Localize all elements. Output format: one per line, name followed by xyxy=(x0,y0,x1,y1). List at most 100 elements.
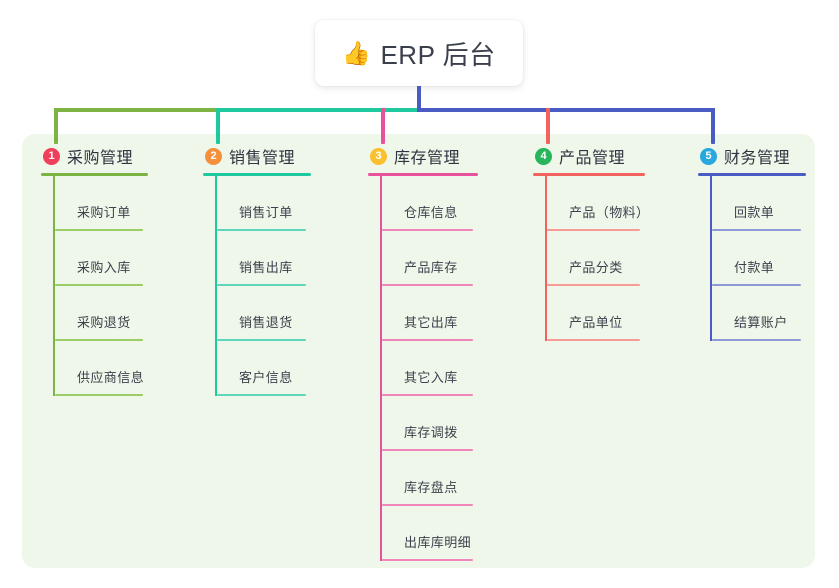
list-item-rule xyxy=(712,229,801,231)
list-item-rule xyxy=(382,394,473,396)
list-item[interactable]: 回款单 xyxy=(712,176,806,231)
branch-stub-connector-5 xyxy=(711,108,715,144)
list-item-rule xyxy=(382,229,473,231)
list-item-label: 销售出库 xyxy=(239,260,293,275)
column-4: 4 产品管理产品（物料） 产品分类产品单位 xyxy=(533,144,649,341)
list-item-label: 仓库信息 xyxy=(404,205,458,220)
column-header-rule-4 xyxy=(533,173,645,176)
list-item[interactable]: 其它入库 xyxy=(382,341,478,396)
list-item[interactable]: 客户信息 xyxy=(217,341,311,396)
list-item[interactable]: 采购入库 xyxy=(55,231,148,286)
list-item-rule xyxy=(712,339,801,341)
column-header-rule-5 xyxy=(698,173,806,176)
list-item[interactable]: 销售退货 xyxy=(217,286,311,341)
list-item-label: 库存调拨 xyxy=(404,425,458,440)
column-title-1: 采购管理 xyxy=(67,150,134,167)
branch-stub-connector-2 xyxy=(216,108,220,144)
thumbs-up-icon: 👍 xyxy=(342,39,372,66)
column-badge-2: 2 xyxy=(205,147,222,165)
list-item-label: 销售订单 xyxy=(239,205,293,220)
branch-spine-3: 仓库信息产品库存其它出库其它入库库存调拨库存盘点出库库明细 xyxy=(380,176,478,561)
column-header-4[interactable]: 4 产品管理 xyxy=(533,144,645,168)
list-item[interactable]: 产品（物料） xyxy=(547,176,649,231)
list-item-label: 结算账户 xyxy=(734,315,788,330)
list-item-rule xyxy=(217,394,306,396)
list-item-rule xyxy=(382,504,473,506)
list-item[interactable]: 产品库存 xyxy=(382,231,478,286)
list-item-rule xyxy=(382,339,473,341)
list-item-rule xyxy=(547,339,640,341)
root-node-label: 👍 ERP 后台 xyxy=(342,35,495,72)
root-title-text: ERP 后台 xyxy=(380,39,496,70)
column-badge-5: 5 xyxy=(700,147,717,165)
branch-stub-connector-4 xyxy=(546,108,550,144)
list-item[interactable]: 其它出库 xyxy=(382,286,478,341)
branch-spine-1: 采购订单采购入库采购退货供应商信息 xyxy=(53,176,148,396)
column-header-3[interactable]: 3 库存管理 xyxy=(368,144,478,168)
list-item-rule xyxy=(55,339,143,341)
list-item-label: 其它出库 xyxy=(404,315,458,330)
column-badge-3: 3 xyxy=(370,147,387,165)
list-item-label: 产品（物料） xyxy=(569,205,650,220)
list-item[interactable]: 供应商信息 xyxy=(55,341,148,396)
list-item-rule xyxy=(55,284,143,286)
list-item-label: 客户信息 xyxy=(239,370,293,385)
list-item-label: 出库库明细 xyxy=(404,535,472,550)
column-5: 5 财务管理回款单付款单结算账户 xyxy=(698,144,806,341)
list-item-label: 采购入库 xyxy=(77,260,131,275)
column-3: 3 库存管理仓库信息产品库存其它出库其它入库库存调拨库存盘点出库库明细 xyxy=(368,144,478,561)
column-title-5: 财务管理 xyxy=(724,150,791,167)
diagram-background-panel xyxy=(22,134,815,568)
list-item[interactable]: 出库库明细 xyxy=(382,506,478,561)
list-item-rule xyxy=(547,284,640,286)
list-item-rule xyxy=(712,284,801,286)
list-item[interactable]: 销售订单 xyxy=(217,176,311,231)
branch-spine-5: 回款单付款单结算账户 xyxy=(710,176,806,341)
column-title-3: 库存管理 xyxy=(394,150,461,167)
list-item[interactable]: 销售出库 xyxy=(217,231,311,286)
branch-spine-2: 销售订单销售出库销售退货客户信息 xyxy=(215,176,311,396)
branch-spine-4: 产品（物料） 产品分类产品单位 xyxy=(545,176,649,341)
branch-stub-connector-1 xyxy=(54,108,58,144)
list-item[interactable]: 库存盘点 xyxy=(382,451,478,506)
column-header-5[interactable]: 5 财务管理 xyxy=(698,144,806,168)
list-item-rule xyxy=(217,339,306,341)
branch-stub-connector-3 xyxy=(381,108,385,144)
column-title-4: 产品管理 xyxy=(559,150,626,167)
column-badge-4: 4 xyxy=(535,147,552,165)
list-item[interactable]: 产品单位 xyxy=(547,286,645,341)
list-item-label: 其它入库 xyxy=(404,370,458,385)
column-title-2: 销售管理 xyxy=(229,150,296,167)
list-item[interactable]: 结算账户 xyxy=(712,286,806,341)
list-item[interactable]: 产品分类 xyxy=(547,231,645,286)
list-item[interactable]: 库存调拨 xyxy=(382,396,478,451)
list-item[interactable]: 采购退货 xyxy=(55,286,148,341)
list-item-rule xyxy=(547,229,640,231)
list-item[interactable]: 付款单 xyxy=(712,231,806,286)
column-header-rule-3 xyxy=(368,173,478,176)
column-badge-1: 1 xyxy=(43,147,60,165)
list-item-label: 产品库存 xyxy=(404,260,458,275)
root-drop-connector xyxy=(417,86,421,112)
root-node[interactable]: 👍 ERP 后台 xyxy=(315,20,523,86)
list-item-label: 供应商信息 xyxy=(77,370,145,385)
list-item-label: 回款单 xyxy=(734,205,775,220)
column-header-1[interactable]: 1 采购管理 xyxy=(41,144,148,168)
column-2: 2 销售管理销售订单销售出库销售退货客户信息 xyxy=(203,144,311,396)
list-item[interactable]: 采购订单 xyxy=(55,176,148,231)
list-item-rule xyxy=(382,559,473,561)
list-item-label: 产品分类 xyxy=(569,260,623,275)
list-item-rule xyxy=(55,229,143,231)
column-header-rule-1 xyxy=(41,173,148,176)
list-item-label: 库存盘点 xyxy=(404,480,458,495)
list-item-rule xyxy=(382,449,473,451)
list-item-rule xyxy=(217,284,306,286)
bus-bar-segment-green xyxy=(54,108,218,112)
list-item[interactable]: 仓库信息 xyxy=(382,176,478,231)
column-header-2[interactable]: 2 销售管理 xyxy=(203,144,311,168)
bus-bar-segment-blue xyxy=(417,108,713,112)
list-item-label: 采购订单 xyxy=(77,205,131,220)
list-item-label: 付款单 xyxy=(734,260,775,275)
list-item-rule xyxy=(55,394,143,396)
